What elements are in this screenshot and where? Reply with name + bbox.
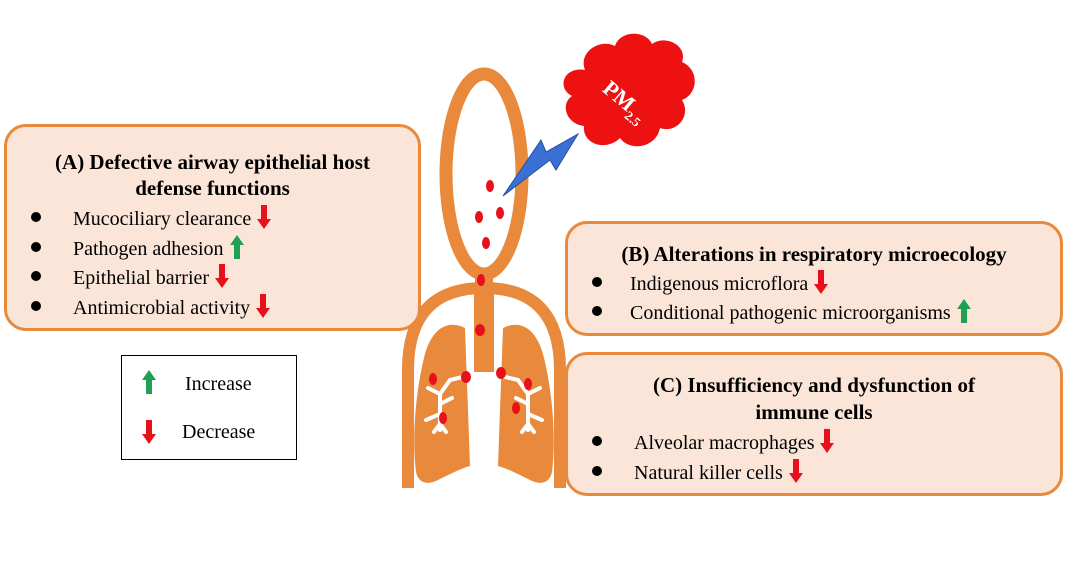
increase-arrow-icon xyxy=(229,234,244,265)
decrease-arrow-icon xyxy=(814,270,829,300)
decrease-arrow-icon xyxy=(256,293,271,324)
panel-c-title-line2: immune cells xyxy=(755,400,873,424)
list-item-label: Mucociliary clearance xyxy=(73,208,252,230)
bullet-icon xyxy=(31,212,41,222)
decrease-arrow-icon xyxy=(215,264,230,294)
list-item-label: Indigenous microflora xyxy=(630,273,809,295)
list-item-label: Alveolar macrophages xyxy=(634,432,815,454)
bullet-icon xyxy=(31,241,41,252)
panel-c-title-line1: (C) Insufficiency and dysfunction of xyxy=(652,373,976,397)
list-item-label: Natural killer cells xyxy=(634,462,783,484)
list-item: Conditional pathogenic microorganisms xyxy=(630,299,971,329)
panel-airway-epithelial: (A) Defective airway epithelial host def… xyxy=(4,124,421,331)
list-item: Epithelial barrier xyxy=(73,264,230,294)
legend-decrease-arrow-icon xyxy=(142,420,156,449)
decrease-arrow-icon xyxy=(820,429,835,459)
list-item: Indigenous microflora xyxy=(630,270,829,300)
panel-b-title: (B) Alterations in respiratory microecol… xyxy=(621,242,1007,266)
list-item: Pathogen adhesion xyxy=(73,234,244,265)
list-item: Alveolar macrophages xyxy=(634,429,835,459)
lightning-bolt-icon xyxy=(502,132,580,197)
bullet-icon xyxy=(31,271,41,281)
list-item: Mucociliary clearance xyxy=(73,205,272,235)
legend-decrease-label: Decrease xyxy=(182,421,256,443)
panel-immune-cells: (C) Insufficiency and dysfunction of imm… xyxy=(565,352,1063,496)
panel-a-title-line1: (A) Defective airway epithelial host xyxy=(55,150,370,174)
list-item: Natural killer cells xyxy=(634,459,803,489)
bullet-icon xyxy=(31,300,41,311)
list-item-label: Epithelial barrier xyxy=(73,267,210,289)
legend: Increase Decrease xyxy=(121,355,297,460)
legend-increase-arrow-icon xyxy=(142,370,156,399)
bullet-icon xyxy=(592,466,602,476)
bullet-icon xyxy=(592,277,602,287)
decrease-arrow-icon xyxy=(788,459,803,489)
pm-cloud-icon xyxy=(563,33,695,147)
list-item-label: Conditional pathogenic microorganisms xyxy=(630,302,951,324)
pm-particles xyxy=(429,180,532,424)
list-item-label: Pathogen adhesion xyxy=(73,237,224,260)
list-item-label: Antimicrobial activity xyxy=(73,296,251,319)
bullet-icon xyxy=(592,436,602,446)
panel-respiratory-microecology: (B) Alterations in respiratory microecol… xyxy=(565,221,1063,336)
bullet-icon xyxy=(592,306,602,316)
panel-a-title-line2: defense functions xyxy=(135,176,290,200)
increase-arrow-icon xyxy=(956,299,971,329)
decrease-arrow-icon xyxy=(257,205,272,235)
list-item: Antimicrobial activity xyxy=(73,293,271,324)
legend-increase-label: Increase xyxy=(185,373,252,395)
